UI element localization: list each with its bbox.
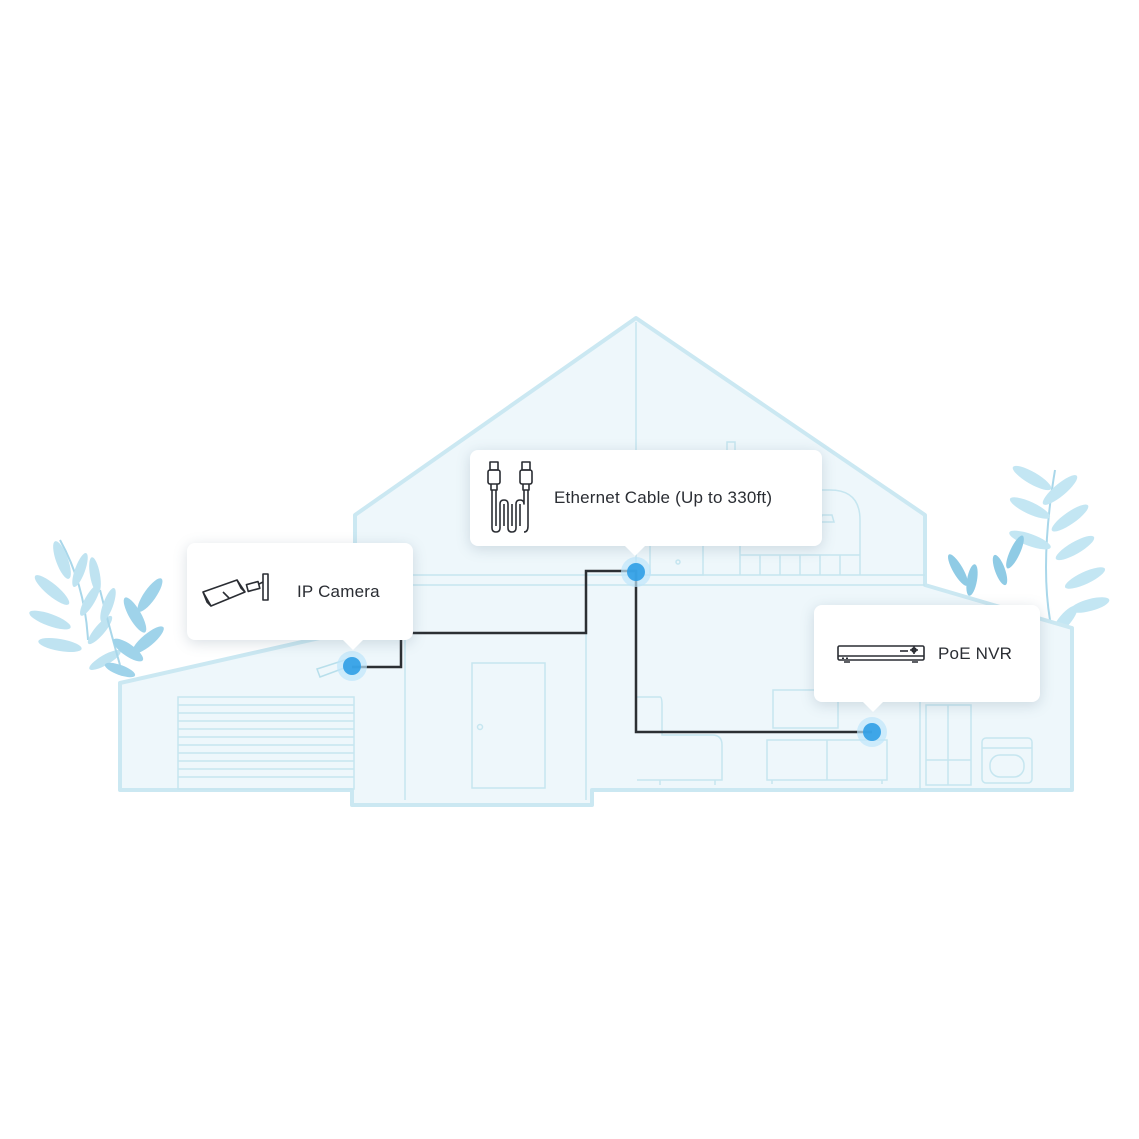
- house-interior-lines: [177, 322, 1033, 800]
- poe-nvr-callout: PoE NVR: [814, 605, 1040, 712]
- right-plant-illustration: [1009, 465, 1110, 635]
- bullet-camera-icon: [202, 572, 269, 607]
- ethernet-cable-icon: [487, 461, 533, 533]
- ip-camera-label: IP Camera: [297, 581, 380, 601]
- ethernet-cable-line: [352, 569, 872, 734]
- ip-camera-callout: IP Camera: [187, 543, 413, 650]
- left-plant-dark-leaves: [104, 578, 164, 678]
- camera-connection-node: [337, 651, 367, 681]
- ethernet-cable-callout: Ethernet Cable (Up to 330ft): [470, 450, 822, 556]
- nvr-connection-node: [857, 717, 887, 747]
- right-plant-dark-leaves: [948, 535, 1024, 596]
- poe-nvr-label: PoE NVR: [938, 643, 1013, 663]
- ethernet-cable-label: Ethernet Cable (Up to 330ft): [554, 488, 773, 507]
- cable-connection-node: [621, 557, 651, 587]
- nvr-recorder-icon: [837, 644, 925, 663]
- left-plant-illustration: [29, 539, 121, 670]
